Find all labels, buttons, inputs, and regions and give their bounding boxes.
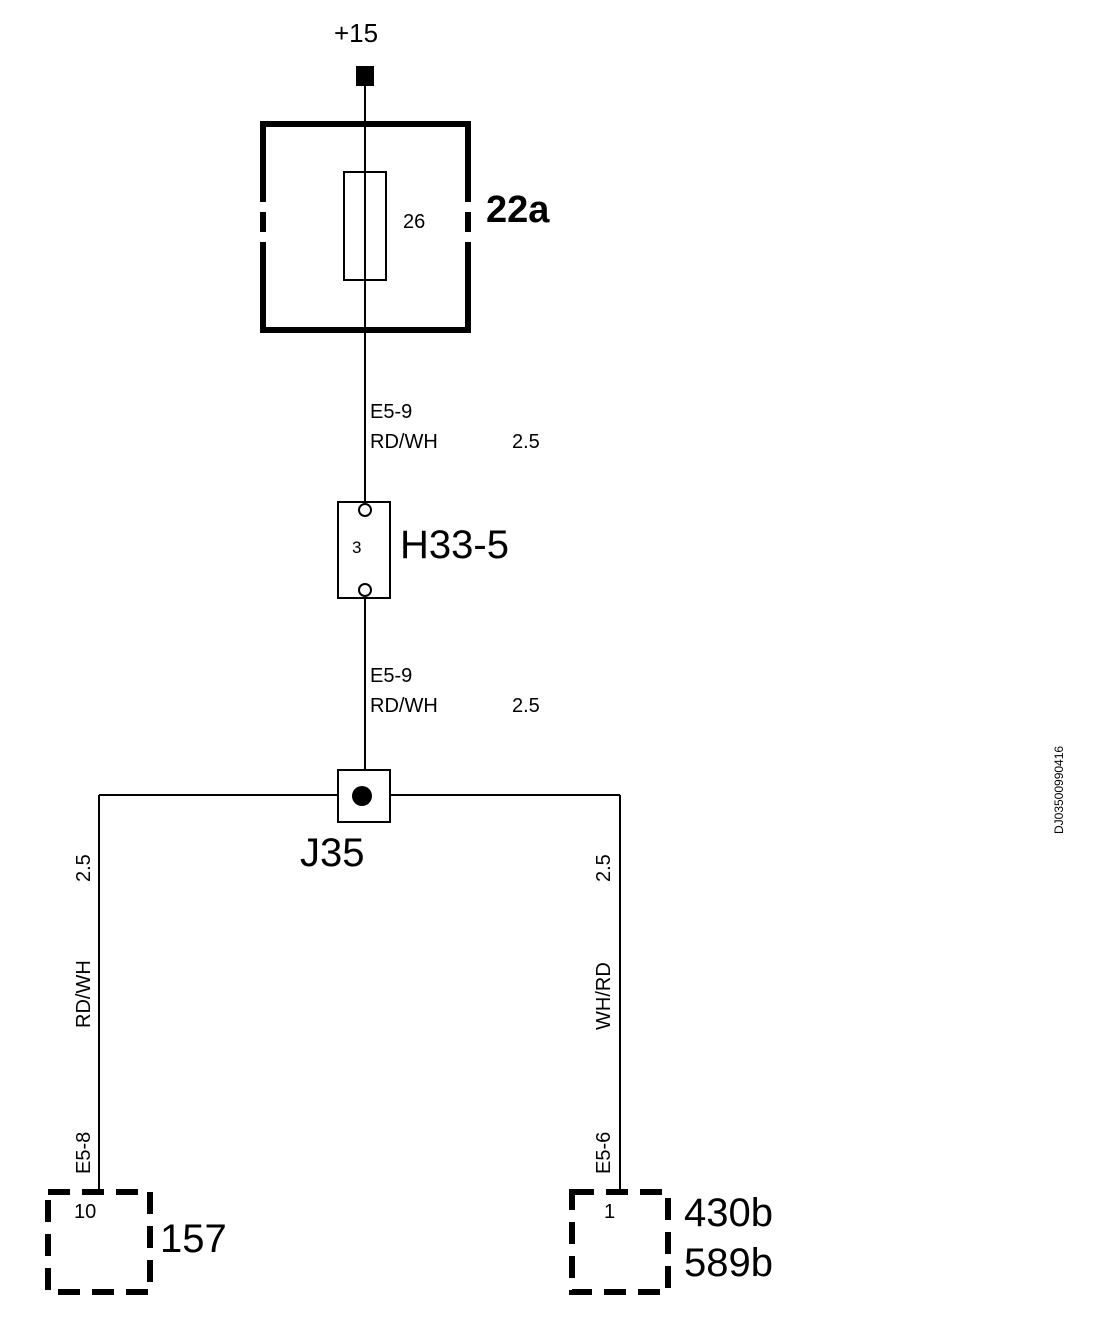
- fuse-number: 26: [403, 211, 425, 233]
- drawing-id: DJ03500990416: [1052, 746, 1066, 834]
- connector-h33-id: H33-5: [400, 523, 509, 567]
- fuse-box-id: 22a: [486, 189, 550, 231]
- branch-right-color: WH/RD: [593, 962, 615, 1030]
- wire-upper-color: RD/WH: [370, 431, 438, 453]
- branch-right-size: 2.5: [593, 854, 615, 882]
- connector-h33-body: [337, 501, 391, 599]
- branch-left-code: E5-8: [73, 1132, 95, 1174]
- supply-terminal[interactable]: [356, 66, 374, 86]
- connector-h33-pin-bottom: [358, 583, 372, 597]
- junction-id: J35: [300, 831, 365, 875]
- connector-157-id: 157: [160, 1217, 227, 1261]
- wire-middle-color: RD/WH: [370, 695, 438, 717]
- connector-430b-589b[interactable]: 1: [569, 1189, 671, 1295]
- supply-label: +15: [334, 18, 378, 48]
- connector-h33-5[interactable]: 3: [337, 501, 391, 599]
- junction-j35-node: [352, 786, 372, 806]
- wire-upper-code: E5-9: [370, 401, 412, 423]
- connector-h33-pin-top: [358, 503, 372, 517]
- wire-middle-size: 2.5: [512, 695, 540, 717]
- connector-157-frame: [45, 1189, 153, 1295]
- connector-157[interactable]: 10: [45, 1189, 153, 1295]
- branch-left-size: 2.5: [73, 854, 95, 882]
- connector-id-430b: 430b: [684, 1191, 773, 1235]
- wire-upper-size: 2.5: [512, 431, 540, 453]
- wire-middle-code: E5-9: [370, 665, 412, 687]
- connector-157-pin: 10: [74, 1201, 96, 1223]
- connector-id-589b: 589b: [684, 1241, 773, 1285]
- connector-430b-frame: [569, 1189, 671, 1295]
- junction-j35[interactable]: [337, 769, 391, 823]
- branch-right-code: E5-6: [593, 1132, 615, 1174]
- connector-h33-pin-number: 3: [352, 538, 361, 557]
- branch-left-color: RD/WH: [73, 960, 95, 1028]
- connector-430b-pin: 1: [604, 1201, 615, 1223]
